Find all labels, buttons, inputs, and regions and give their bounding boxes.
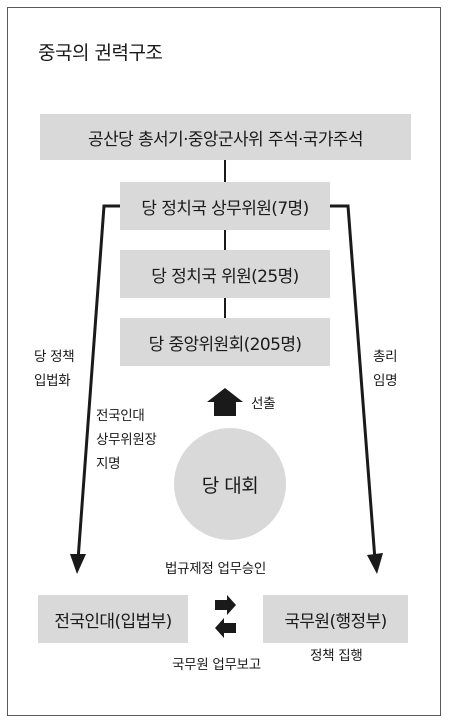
party-policy-label: 당 정책 입법화 (34, 345, 75, 393)
premier-line1: 총리 (373, 349, 398, 365)
npc-standing-line2: 상무위원장 (96, 432, 157, 448)
npc-box: 전국인대(입법부) (38, 595, 188, 643)
left-small-arrow-icon (215, 618, 236, 638)
figure-frame (7, 7, 441, 716)
npc-standing-line3: 지명 (96, 456, 121, 472)
party-policy-line2: 입법화 (34, 373, 71, 389)
election-label: 선출 (251, 396, 276, 412)
standing-committee-box: 당 정치국 상무위원(7명) (120, 182, 330, 230)
premier-line2: 임명 (373, 373, 398, 389)
law-approval-label: 법규제정 업무승인 (165, 561, 266, 577)
right-arrowhead (367, 553, 383, 574)
top-leadership-box: 공산당 총서기·중앙군사위 주석·국가주석 (40, 114, 411, 160)
politburo-box: 당 정치국 위원(25명) (120, 250, 330, 298)
premier-label: 총리 임명 (373, 345, 398, 393)
party-congress-circle: 당 대회 (174, 428, 286, 540)
state-council-box: 국무원(행정부) (263, 595, 408, 643)
right-arrow-line (330, 204, 377, 561)
left-arrow-line (76, 204, 120, 561)
right-small-arrow-icon (215, 595, 236, 615)
work-report-label: 국무원 업무보고 (172, 657, 261, 673)
left-arrowhead (70, 554, 86, 574)
policy-exec-label: 정책 집행 (310, 648, 363, 664)
npc-standing-line1: 전국인대 (96, 408, 145, 424)
npc-standing-label: 전국인대 상무위원장 지명 (96, 404, 157, 476)
up-arrow-icon (207, 388, 243, 416)
central-committee-box: 당 중앙위원회(205명) (120, 318, 330, 366)
party-policy-line1: 당 정책 (34, 349, 75, 365)
page-title: 중국의 권력구조 (38, 42, 163, 64)
